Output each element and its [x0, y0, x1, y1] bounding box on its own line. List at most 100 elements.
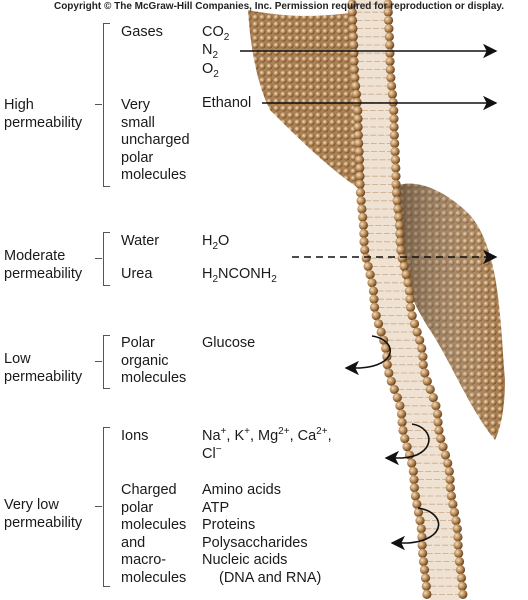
lipid-head	[422, 589, 432, 600]
lipid-head	[385, 56, 395, 66]
bracket-very-low	[103, 427, 110, 587]
lipid-head	[390, 147, 400, 157]
lipid-head	[412, 327, 422, 337]
lipid-head	[351, 81, 361, 91]
lipid-head	[415, 335, 425, 345]
lipid-head	[395, 229, 405, 239]
lipid-head	[418, 352, 428, 362]
lipid-head	[418, 557, 429, 567]
lipid-head	[349, 56, 359, 66]
lipid-head	[445, 483, 455, 493]
lipid-head	[452, 524, 462, 534]
lipid-head	[384, 24, 394, 34]
copyright-notice: Copyright © The McGraw-Hill Companies, I…	[53, 1, 504, 12]
lipid-head	[355, 188, 366, 198]
lipid-head	[402, 442, 412, 452]
molecule-ions-line1: Na+, K+, Mg2+, Ca2+,	[202, 426, 332, 444]
lipid-head	[409, 319, 420, 329]
lipid-head	[387, 89, 398, 99]
lipid-head	[395, 401, 405, 411]
lipid-head	[443, 458, 453, 468]
lipid-head	[445, 475, 455, 485]
lipid-head	[432, 409, 443, 419]
lipid-head	[360, 245, 370, 255]
lipid-head	[389, 384, 399, 394]
lipid-head	[355, 171, 365, 181]
lipid-head	[390, 138, 400, 148]
lipid-head	[407, 458, 417, 468]
lipid-head	[453, 540, 463, 550]
lipid-head	[365, 270, 375, 280]
ions-curved-arrow	[384, 423, 430, 466]
lipid-head	[454, 548, 464, 559]
lipid-head	[348, 32, 358, 42]
lipid-head	[387, 81, 397, 91]
lipid-head	[398, 425, 408, 435]
lipid-head	[386, 73, 396, 83]
lipid-head	[458, 589, 468, 600]
lipid-head	[389, 122, 399, 132]
molecule-macromolecules: Amino acids ATP Proteins Polysaccharides…	[202, 482, 322, 586]
bracket-tick-high	[95, 104, 102, 105]
lipid-head	[355, 163, 365, 173]
lipid-head	[419, 565, 430, 575]
molecule-n2: N2	[202, 42, 219, 61]
lipid-head	[446, 491, 457, 501]
lipid-head	[404, 286, 414, 296]
bracket-high	[103, 23, 110, 187]
lipid-head	[418, 548, 428, 559]
molecule-h2o: H2O	[202, 233, 230, 252]
lipid-head	[399, 261, 409, 271]
lipid-head	[381, 343, 391, 353]
lipid-head	[405, 302, 416, 312]
lipid-head	[373, 319, 384, 329]
lipid-head	[418, 360, 428, 370]
lipid-head	[392, 393, 402, 403]
type-label-small-polar: Very small uncharged polar molecules	[121, 97, 190, 183]
lipid-head	[371, 311, 381, 321]
lipid-head	[359, 229, 369, 239]
lipid-head	[349, 65, 359, 75]
lipid-head	[351, 89, 362, 99]
lipid-head	[412, 499, 422, 509]
lipid-head	[455, 565, 466, 575]
lipid-head	[451, 516, 461, 526]
lipid-head	[396, 409, 407, 419]
lipid-head	[436, 434, 446, 444]
lipid-head	[384, 32, 394, 42]
lipid-head	[356, 196, 366, 206]
lipid-head	[385, 40, 395, 50]
lipid-head	[353, 114, 363, 124]
lipid-head	[368, 286, 378, 296]
lipid-head	[408, 466, 418, 476]
membrane-back-sheet	[248, 10, 378, 200]
lipid-head	[456, 573, 467, 583]
lipid-head	[358, 212, 368, 222]
lipid-head	[395, 237, 405, 247]
lipid-head	[403, 278, 413, 288]
lipid-head	[409, 483, 419, 493]
lipid-head	[358, 220, 369, 230]
lipid-head	[410, 491, 421, 501]
lipid-head	[376, 327, 386, 337]
lipid-head	[389, 114, 399, 124]
type-label-charged-polar: Charged polar molecules and macro- molec…	[121, 482, 187, 586]
lipid-head	[434, 425, 444, 435]
lipid-head	[392, 196, 402, 206]
lipid-head	[409, 475, 419, 485]
type-label-water: Water	[121, 233, 160, 249]
lipid-head	[389, 130, 399, 140]
lipid-bilayer	[347, 0, 468, 600]
lipid-head	[385, 65, 395, 75]
lipid-head	[383, 7, 393, 17]
lipid-head	[386, 376, 396, 386]
lipid-head	[350, 73, 360, 83]
lipid-head	[361, 253, 371, 263]
lipid-head	[355, 179, 365, 189]
lipid-head	[391, 163, 401, 173]
type-label-polar-organic: Polar organic molecules	[121, 335, 187, 386]
